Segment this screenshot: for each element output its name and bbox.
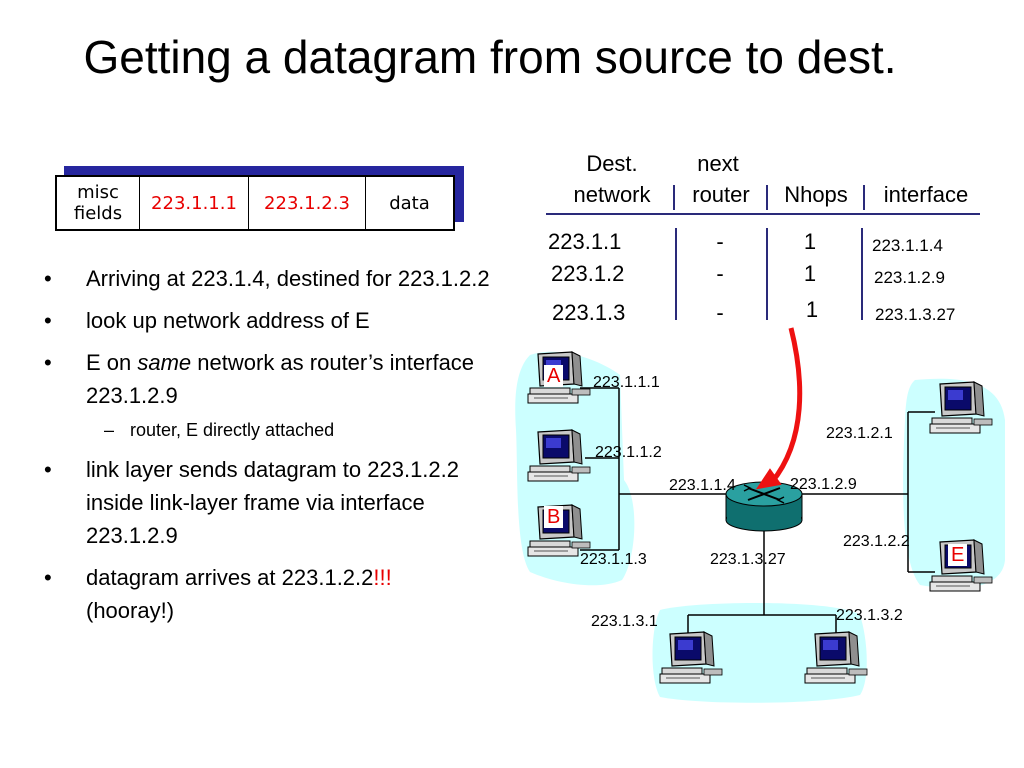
header-dest-line1: Dest. [586,151,638,176]
row2-iface: 223.1.2.9 [874,268,945,287]
header-nhops: Nhops [784,182,848,207]
misc-line1: misc [77,182,119,203]
data-cell: data [365,175,455,231]
datagram-table: misc fields 223.1.1.1 223.1.2.3 data [55,175,455,231]
bullet-text: look up network address of E [86,308,370,333]
bullet-text-suffix: network as router’s interface 223.1.2.9 [86,350,475,408]
host-e-label: E [948,544,968,566]
sub-bullet-item: router, E directly attached [44,417,504,443]
bullet-text-emphasis: same [137,350,192,375]
row3-next: - [716,300,724,325]
bullet-text: link layer sends datagram to 223.1.2.2 i… [86,457,460,548]
row1-dest: 223.1.1 [548,229,622,254]
addr-router-if3: 223.1.3.27 [710,551,786,568]
addr-host-bot-right: 223.1.3.2 [836,607,903,624]
addr-host-e: 223.1.2.2 [843,533,910,550]
bullet-list: Arriving at 223.1.4, destined for 223.1.… [44,262,504,636]
host-b-label: B [544,506,564,528]
addr-host-a: 223.1.1.1 [593,374,660,391]
row2-next: - [716,261,724,286]
bullet-text: datagram arrives at 223.1.2.2 [86,565,374,590]
bullet-item: link layer sends datagram to 223.1.2.2 i… [44,453,504,552]
addr-host-b: 223.1.1.3 [580,551,647,568]
router-icon [725,481,803,532]
bullet-exclamation: !!! [373,565,392,590]
row2-dest: 223.1.2 [551,261,625,286]
header-dest-line2: network [573,182,651,207]
header-next-line1: next [697,151,739,176]
addr-host-bot-left: 223.1.3.1 [591,613,658,630]
row3-dest: 223.1.3 [552,300,626,325]
dest-address-cell: 223.1.2.3 [248,175,366,231]
header-next-line2: router [692,182,750,207]
row3-nhops: 1 [805,297,819,322]
row1-nhops: 1 [803,229,817,254]
lookup-arrow [755,327,803,490]
row1-iface: 223.1.1.4 [872,236,943,255]
addr-router-if2: 223.1.2.9 [790,476,857,493]
bullet-text: Arriving at 223.1.4, destined for 223.1.… [86,266,490,291]
host-a-label: A [544,365,564,387]
slide-title: Getting a datagram from source to dest. [83,31,897,83]
bullet-item: datagram arrives at 223.1.2.2!!! (hooray!… [44,561,504,627]
header-interface: interface [883,182,969,207]
row2-nhops: 1 [803,261,817,286]
bullet-item: Arriving at 223.1.4, destined for 223.1.… [44,262,504,295]
datagram-box: misc fields 223.1.1.1 223.1.2.3 data [55,166,464,231]
misc-line2: fields [73,203,123,224]
misc-fields-cell: misc fields [55,175,140,231]
bullet-item: E on same network as router’s interface … [44,346,504,412]
row1-next: - [716,229,724,254]
bullet-text-line2: (hooray!) [86,598,175,623]
bullet-item: look up network address of E [44,304,504,337]
bullet-text-prefix: E on [86,350,138,375]
addr-host-top-right: 223.1.2.1 [826,425,893,442]
addr-router-if1: 223.1.1.4 [669,477,736,494]
addr-host-mid: 223.1.1.2 [595,444,662,461]
source-address-cell: 223.1.1.1 [139,175,249,231]
row3-iface: 223.1.3.27 [875,305,956,324]
